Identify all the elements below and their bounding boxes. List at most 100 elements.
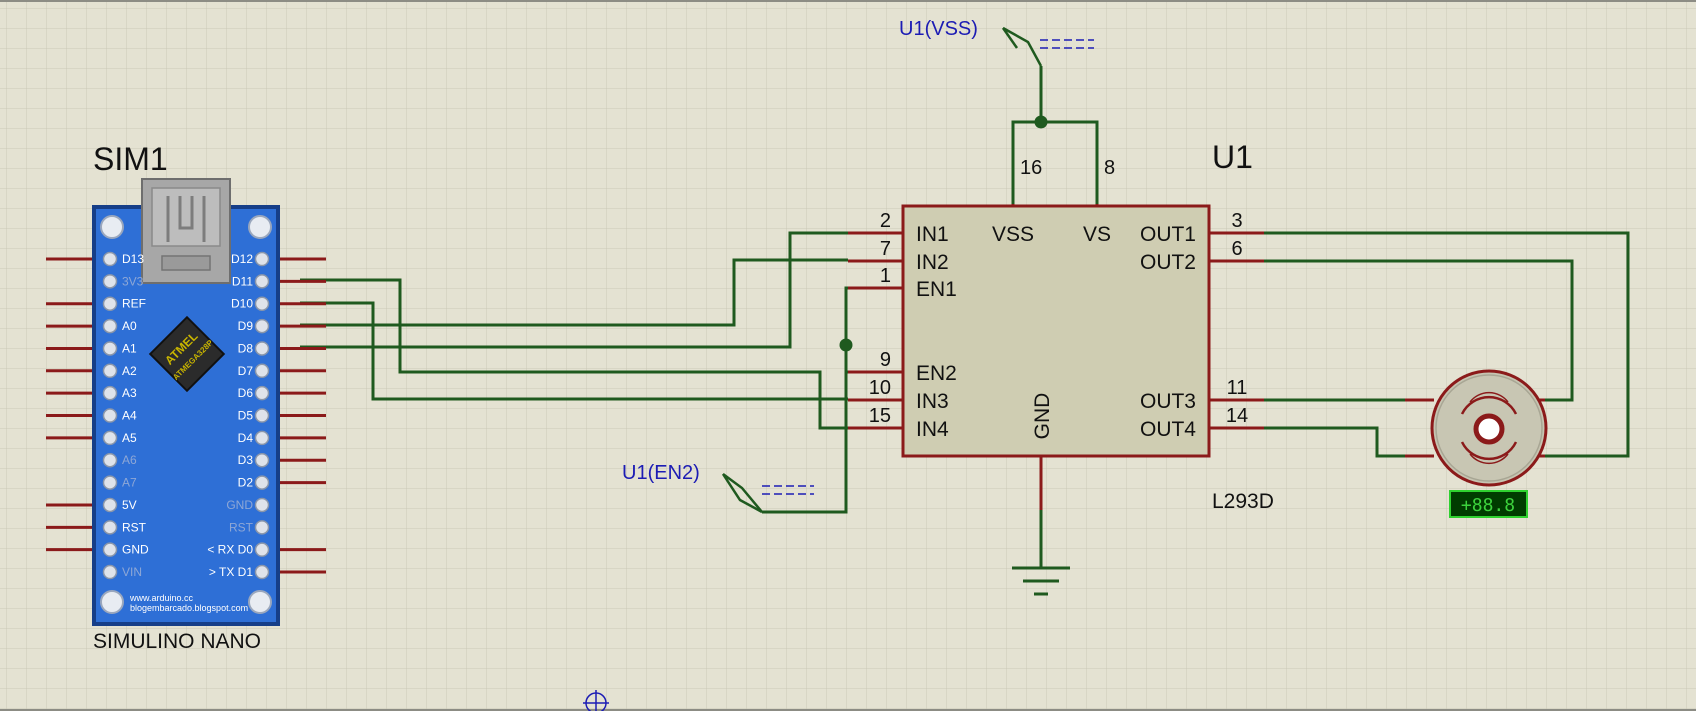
wire-en-bus[interactable] bbox=[762, 286, 848, 514]
driver-pin-number: 7 bbox=[880, 238, 891, 260]
atmega-chip-icon: ATMEL ATMEGA328P bbox=[148, 315, 226, 393]
driver-pin-name: VSS bbox=[992, 223, 1034, 246]
arduino-website-1: www.arduino.cc bbox=[129, 593, 194, 603]
driver-pin-number: 10 bbox=[869, 377, 891, 399]
driver-pin-number: 1 bbox=[880, 265, 891, 287]
driver-pin-name: IN2 bbox=[916, 251, 949, 274]
driver-pin-name: VS bbox=[1083, 223, 1111, 246]
terminal-flag-icon bbox=[722, 472, 763, 513]
driver-pin-name: OUT3 bbox=[1140, 390, 1196, 413]
driver-part: L293D bbox=[1212, 490, 1274, 513]
wire-out1-motor[interactable] bbox=[1264, 231, 1630, 458]
driver-pin-number: 11 bbox=[1227, 377, 1248, 399]
arduino-pin-label: D9 bbox=[238, 319, 254, 333]
driver-pin-number: 14 bbox=[1226, 405, 1248, 427]
driver-pin-name: EN2 bbox=[916, 362, 957, 385]
arduino-pin-pad[interactable] bbox=[254, 430, 270, 446]
arduino-pin-pad[interactable] bbox=[254, 318, 270, 334]
arduino-pin-label: RST bbox=[122, 520, 147, 534]
wire-vss-vs[interactable] bbox=[1011, 120, 1099, 204]
arduino-pin-pad[interactable] bbox=[102, 564, 118, 580]
driver-pin-name: EN1 bbox=[916, 278, 957, 301]
arduino-pin-label: GND bbox=[226, 498, 253, 512]
arduino-pin-pad[interactable] bbox=[102, 475, 118, 490]
arduino-pin-pad[interactable] bbox=[102, 363, 118, 379]
arduino-pin-pad[interactable] bbox=[102, 497, 118, 513]
driver-pin-number: 15 bbox=[869, 405, 891, 427]
arduino-pin-pad[interactable] bbox=[254, 341, 270, 356]
arduino-pin-pad[interactable] bbox=[254, 475, 270, 490]
driver-pin-number: 3 bbox=[1231, 210, 1242, 232]
wires bbox=[300, 66, 1630, 568]
wire-d11-in4[interactable] bbox=[300, 278, 848, 430]
arduino-pin-pad[interactable] bbox=[254, 564, 270, 580]
arduino-pin-pad[interactable] bbox=[254, 408, 270, 423]
driver-pin-labels: 2IN17IN21EN19EN210IN315IN43OUT16OUT211OU… bbox=[869, 157, 1248, 441]
driver-pin-name: OUT4 bbox=[1140, 418, 1196, 441]
arduino-pin-label: A5 bbox=[122, 431, 137, 445]
arduino-pin-label: D10 bbox=[231, 297, 253, 311]
arduino-pin-pad[interactable] bbox=[102, 408, 118, 423]
arduino-pin-pad[interactable] bbox=[102, 452, 118, 468]
wire-d8-in1[interactable] bbox=[300, 231, 848, 349]
mount-hole bbox=[248, 590, 272, 614]
arduino-pin-label: D5 bbox=[238, 409, 254, 423]
wire-d10-in3[interactable] bbox=[300, 301, 848, 401]
arduino-pin-label: VIN bbox=[122, 565, 142, 579]
arduino-pin-pad[interactable] bbox=[102, 318, 118, 334]
arduino-pin-label: A4 bbox=[122, 409, 137, 423]
arduino-pin-label: < RX D0 bbox=[207, 543, 253, 557]
arduino-pin-label: D8 bbox=[238, 341, 254, 355]
motor-rotor-icon bbox=[1460, 395, 1518, 461]
wire-out4-motor[interactable] bbox=[1264, 426, 1405, 458]
arduino-pin-pad[interactable] bbox=[102, 385, 118, 401]
arduino-pin-label: D11 bbox=[232, 274, 253, 288]
arduino-pin-pad[interactable] bbox=[254, 520, 270, 535]
arduino-pin-label: D4 bbox=[238, 431, 254, 445]
driver-pin-name: IN1 bbox=[916, 223, 949, 246]
arduino-pin-pad[interactable] bbox=[254, 452, 270, 468]
arduino-pin-pad[interactable] bbox=[102, 341, 118, 356]
arduino-pin-pad[interactable] bbox=[102, 296, 118, 311]
mount-hole bbox=[100, 215, 124, 239]
arduino-pin-pad[interactable] bbox=[102, 520, 118, 535]
l293d-chip[interactable] bbox=[901, 204, 1211, 458]
arduino-pin-label: A0 bbox=[122, 319, 137, 333]
arduino-pin-label: 3V3 bbox=[122, 274, 144, 288]
dc-motor[interactable] bbox=[1405, 369, 1548, 487]
arduino-pin-pad[interactable] bbox=[254, 296, 270, 311]
arduino-pin-pad[interactable] bbox=[102, 430, 118, 446]
arduino-pin-label: A6 bbox=[122, 453, 137, 467]
terminal-label: U1(EN2) bbox=[622, 462, 700, 484]
origin-marker-icon bbox=[583, 690, 609, 711]
arduino-ref: SIM1 bbox=[93, 141, 168, 177]
arduino-pin-pad[interactable] bbox=[102, 274, 118, 289]
arduino-pin-pad[interactable] bbox=[254, 542, 270, 557]
arduino-pin-pad[interactable] bbox=[254, 385, 270, 401]
terminal-u1-vss[interactable]: U1(VSS) bbox=[899, 18, 1094, 67]
arduino-website-2: blogembarcado.blogspot.com bbox=[130, 603, 248, 613]
usb-connector-icon bbox=[141, 178, 231, 284]
arduino-pin-label: D13 bbox=[122, 252, 144, 266]
arduino-name: SIMULINO NANO bbox=[93, 630, 261, 653]
driver-pin-name: OUT2 bbox=[1140, 251, 1196, 274]
mount-hole bbox=[100, 590, 124, 614]
ground-symbol-icon bbox=[1012, 566, 1070, 596]
arduino-pin-pad[interactable] bbox=[254, 497, 270, 513]
arduino-pin-label: D3 bbox=[238, 453, 254, 467]
arduino-pin-pad[interactable] bbox=[254, 363, 270, 379]
wire-out2-motor[interactable] bbox=[1264, 259, 1574, 402]
arduino-pin-label: A2 bbox=[122, 364, 137, 378]
terminal-u1-en2[interactable]: U1(EN2) bbox=[622, 462, 814, 514]
arduino-pin-pad[interactable] bbox=[102, 251, 118, 267]
arduino-pin-pad[interactable] bbox=[254, 274, 270, 289]
arduino-pin-pad[interactable] bbox=[254, 251, 270, 267]
arduino-pin-pad[interactable] bbox=[102, 542, 118, 557]
driver-pin-name: GND bbox=[1031, 393, 1054, 440]
motor-speed-display: +88.8 bbox=[1449, 490, 1528, 518]
mount-hole bbox=[248, 215, 272, 239]
motor-speed-value: +88.8 bbox=[1461, 495, 1515, 516]
driver-pin-name: OUT1 bbox=[1140, 223, 1196, 246]
arduino-pin-label: A1 bbox=[122, 341, 137, 355]
